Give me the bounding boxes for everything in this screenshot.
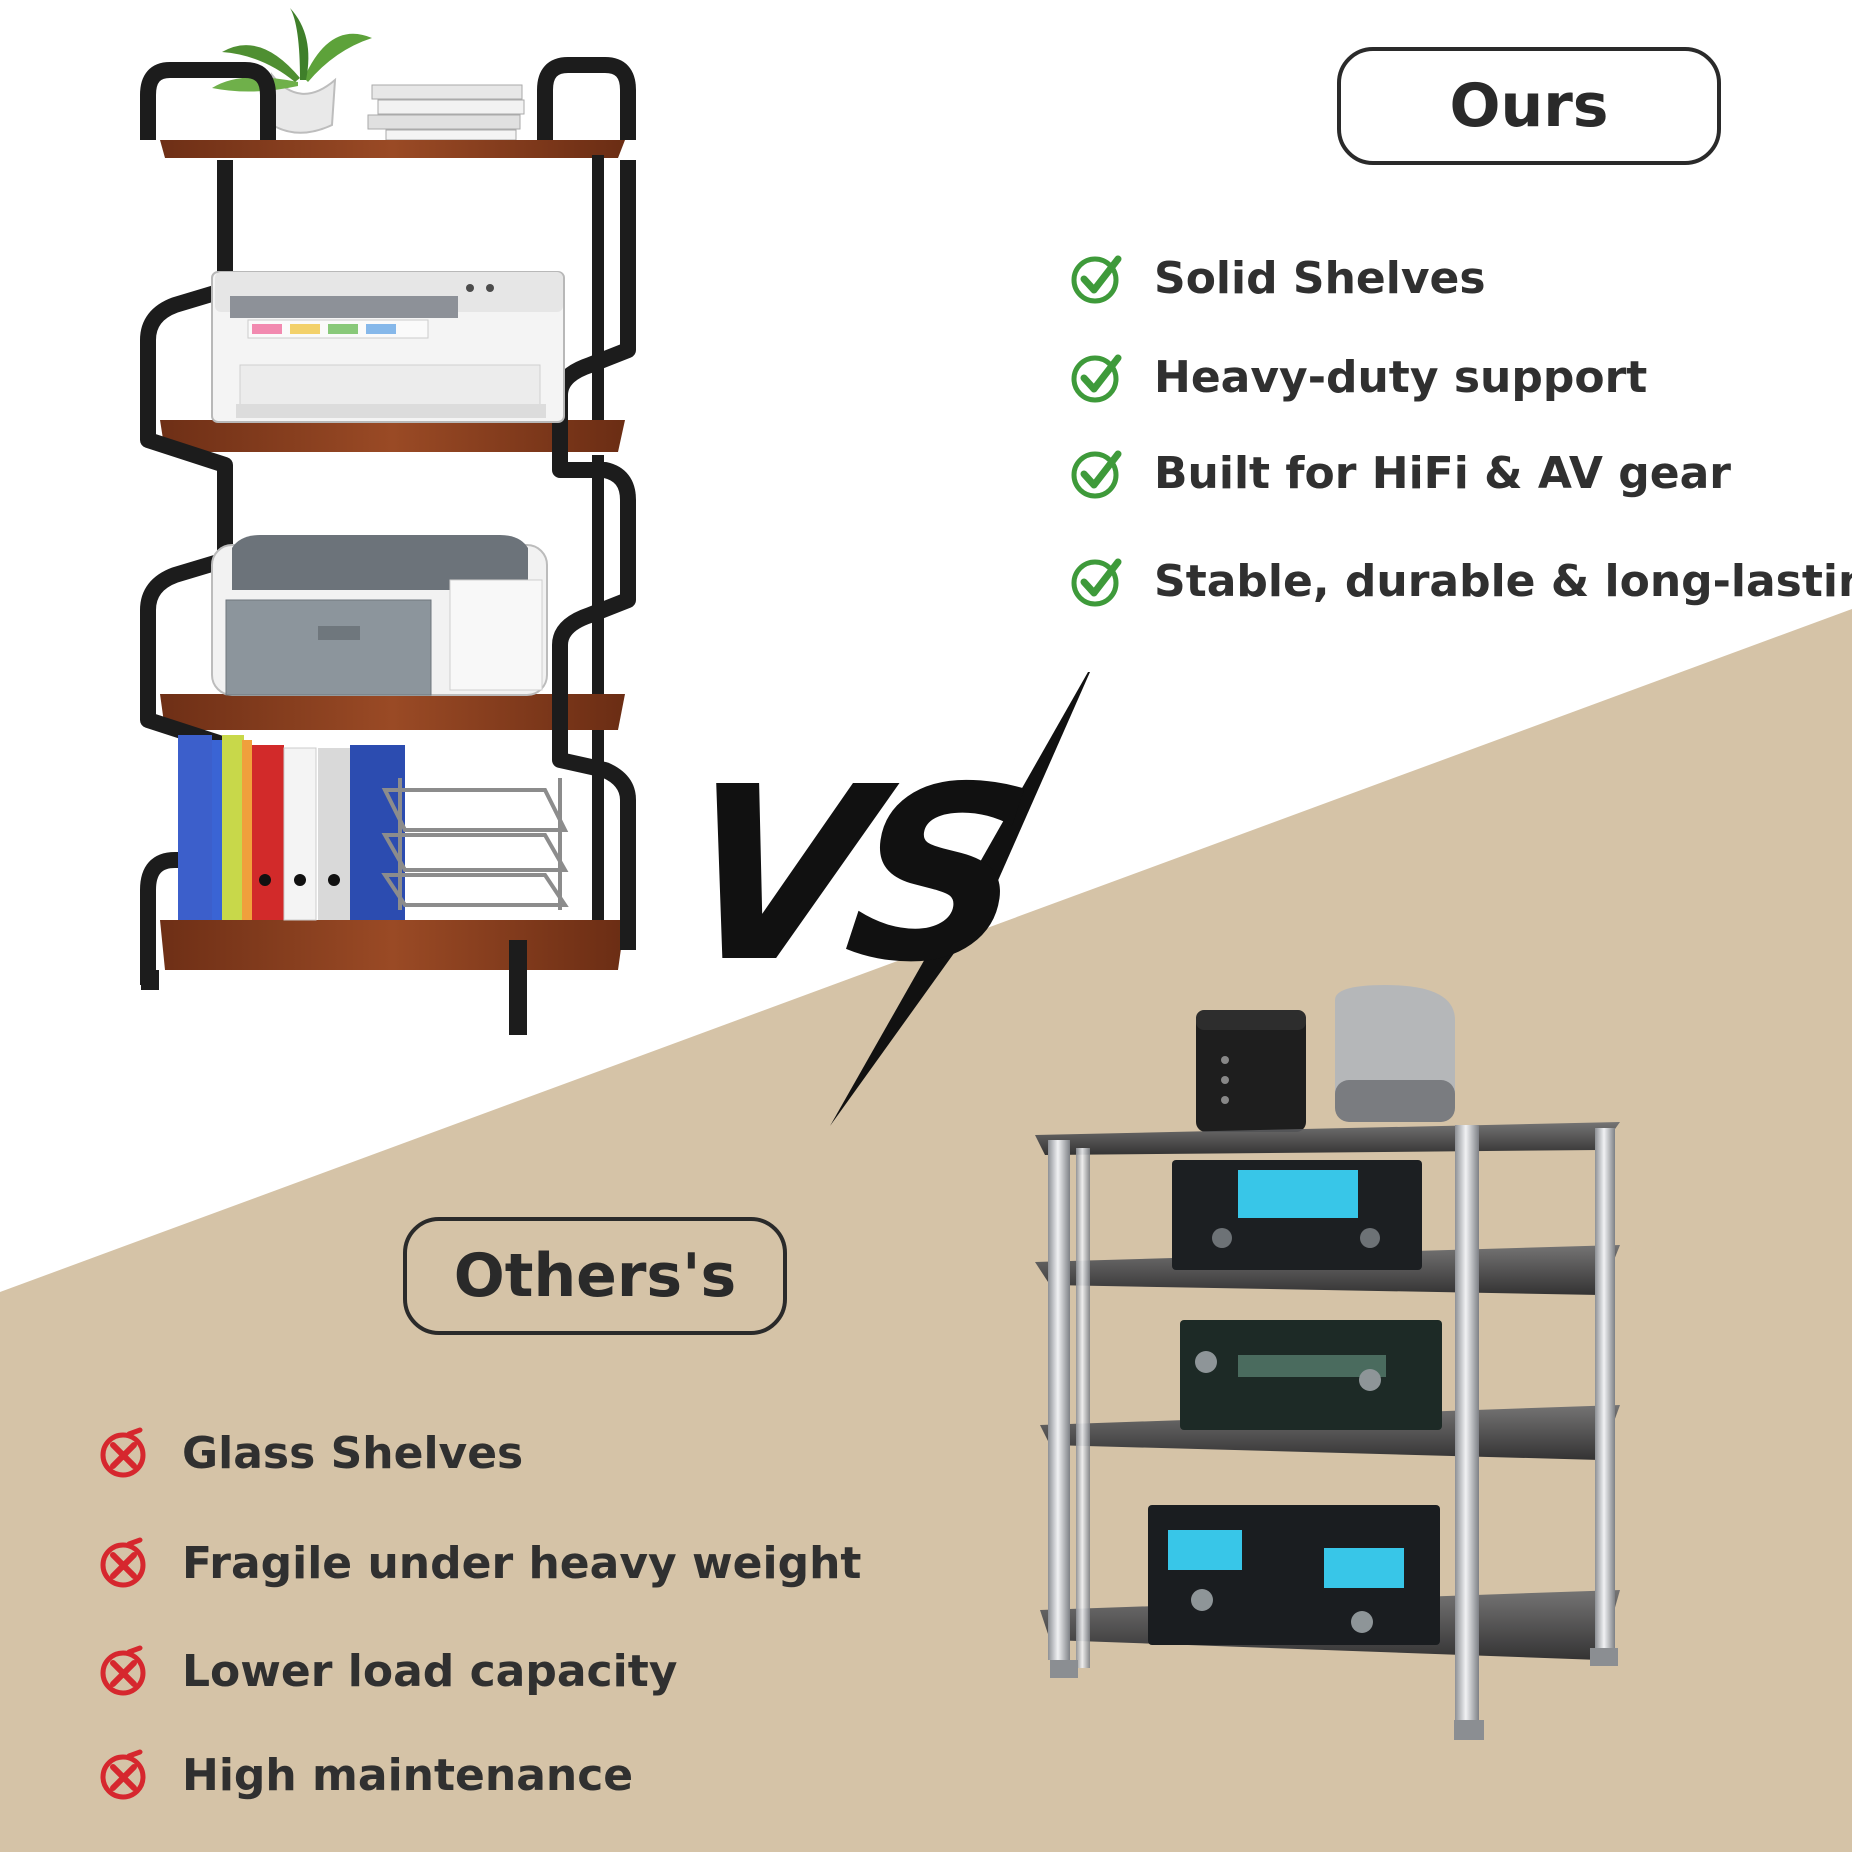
others-feature-item: High maintenance bbox=[96, 1746, 633, 1804]
ours-feature-label: Built for HiFi & AV gear bbox=[1154, 447, 1731, 499]
check-circle-icon bbox=[1068, 249, 1126, 307]
others-feature-item: Lower load capacity bbox=[96, 1642, 677, 1700]
x-circle-icon bbox=[96, 1746, 154, 1804]
plant-pot bbox=[212, 8, 372, 134]
wood-shelf-illustration bbox=[140, 8, 636, 1035]
x-circle-icon bbox=[96, 1424, 154, 1482]
laser-printer bbox=[211, 535, 548, 696]
ours-badge: Ours bbox=[1337, 47, 1721, 165]
check-circle-icon bbox=[1068, 552, 1126, 610]
versus-text: VS bbox=[665, 735, 1032, 1015]
others-feature-label: Lower load capacity bbox=[182, 1645, 678, 1697]
amplifier-top bbox=[1172, 1160, 1422, 1270]
others-feature-item: Fragile under heavy weight bbox=[96, 1534, 861, 1592]
ours-feature-item: Heavy-duty support bbox=[1068, 348, 1647, 406]
others-feature-label: Fragile under heavy weight bbox=[182, 1537, 862, 1589]
ours-feature-label: Heavy-duty support bbox=[1154, 351, 1648, 403]
others-feature-label: Glass Shelves bbox=[182, 1427, 524, 1479]
amplifier-middle bbox=[1180, 1320, 1442, 1430]
x-circle-icon bbox=[96, 1642, 154, 1700]
books-stack bbox=[367, 84, 525, 141]
others-badge: Others's bbox=[403, 1217, 787, 1335]
x-circle-icon bbox=[96, 1534, 154, 1592]
others-feature-item: Glass Shelves bbox=[96, 1424, 523, 1482]
ours-feature-item: Solid Shelves bbox=[1068, 249, 1486, 307]
smart-speaker bbox=[1335, 985, 1455, 1122]
check-circle-icon bbox=[1068, 444, 1126, 502]
versus-graphic: VS bbox=[665, 672, 1090, 1126]
document-tray bbox=[381, 778, 569, 910]
ours-feature-label: Solid Shelves bbox=[1154, 252, 1486, 304]
ours-feature-item: Built for HiFi & AV gear bbox=[1068, 444, 1731, 502]
ours-feature-label: Stable, durable & long-lasting bbox=[1154, 555, 1852, 607]
ours-feature-item: Stable, durable & long-lasting bbox=[1068, 552, 1852, 610]
router-device bbox=[1196, 1010, 1306, 1132]
glass-av-rack-illustration bbox=[1035, 985, 1620, 1740]
others-feature-label: High maintenance bbox=[182, 1749, 634, 1801]
check-circle-icon bbox=[1068, 348, 1126, 406]
multifunction-printer bbox=[211, 271, 565, 423]
binders bbox=[178, 735, 405, 921]
amplifier-bottom bbox=[1148, 1505, 1440, 1645]
